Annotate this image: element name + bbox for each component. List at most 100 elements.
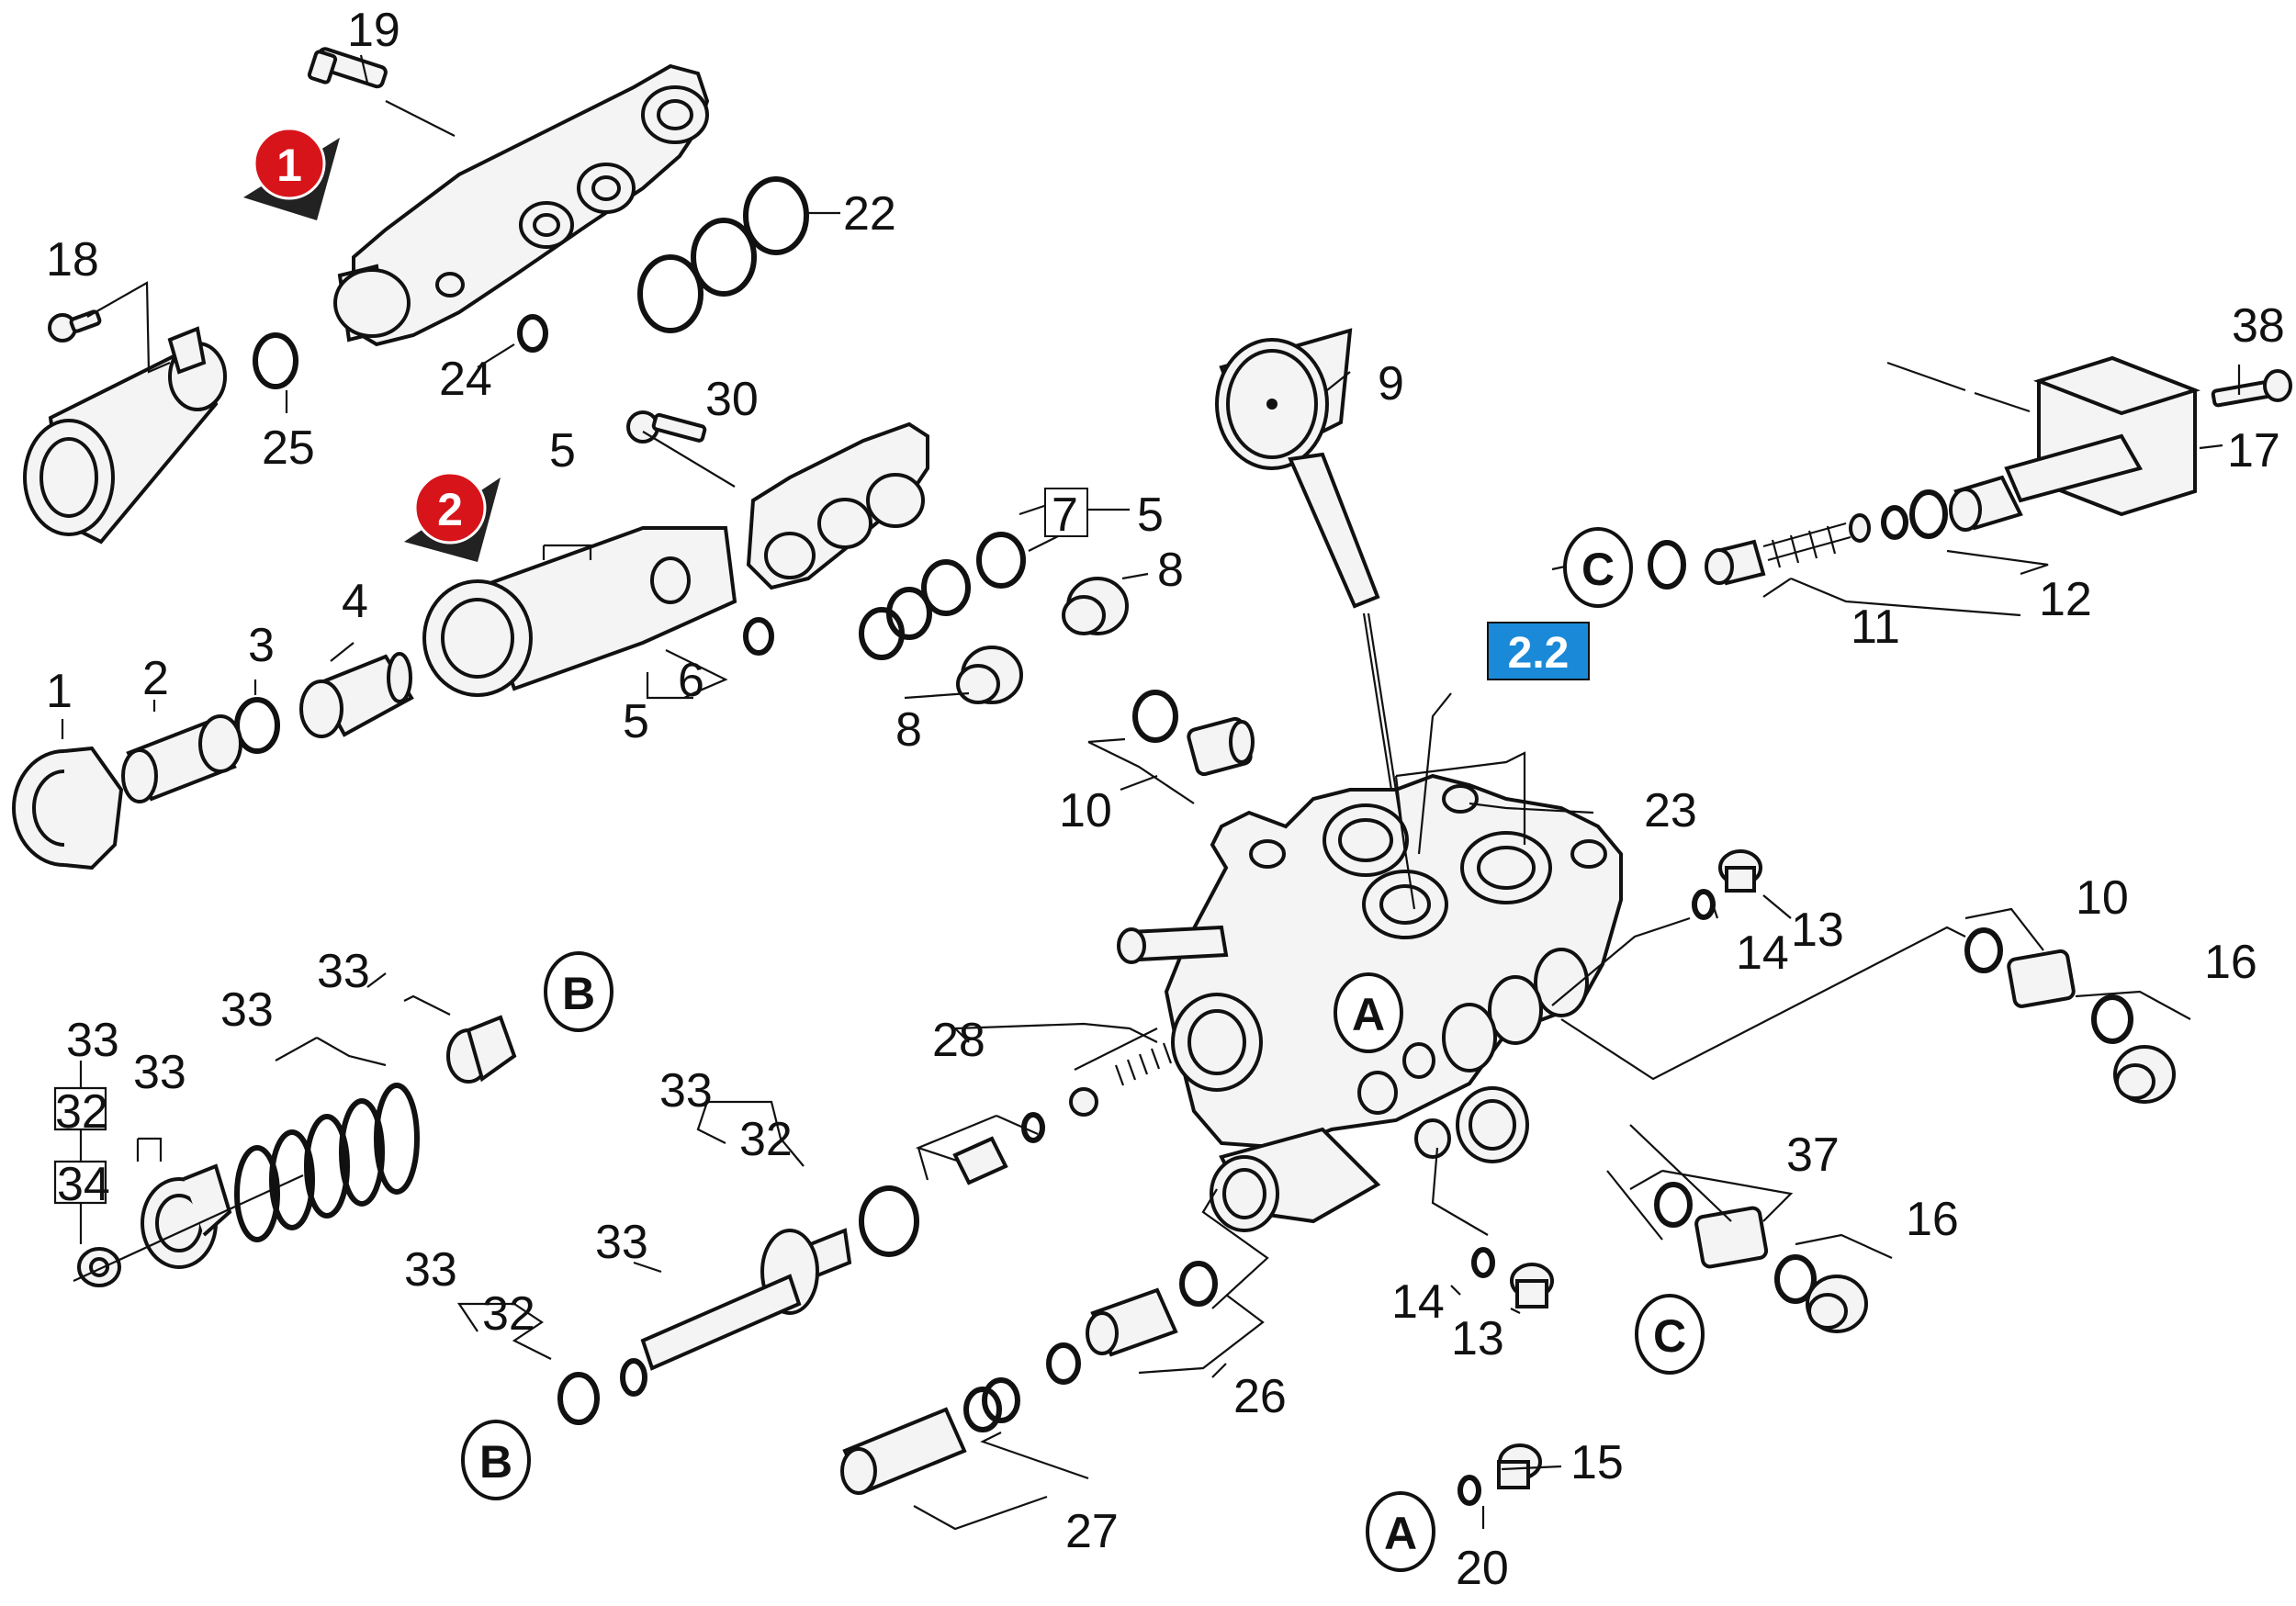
valve-sleeve-26 (1086, 1287, 1178, 1357)
part-label-33-b: 33 (220, 983, 274, 1037)
valve-cage-10-top (1187, 716, 1255, 777)
o-ring-7d (859, 607, 905, 660)
part-label-13-bottom: 13 (1451, 1312, 1504, 1365)
part-label-14-top: 14 (1736, 927, 1789, 980)
switch-piston-assembly (1648, 475, 2023, 590)
part-label-38: 38 (2232, 299, 2285, 353)
part-label-32-b: 32 (739, 1113, 793, 1166)
part-label-26: 26 (1233, 1370, 1287, 1423)
part-label-15: 15 (1570, 1436, 1624, 1489)
assembly-badge-2[interactable]: 2 (404, 471, 501, 562)
svg-text:B: B (479, 1436, 512, 1488)
spring-28 (1069, 1042, 1173, 1117)
o-ring-14-top (1692, 889, 1716, 920)
reference-tag-label: 2.2 (1508, 629, 1570, 678)
part-label-12: 12 (2039, 573, 2092, 626)
o-ring-28 (1021, 1112, 1045, 1143)
box-7 (1044, 488, 1088, 537)
part-label-20: 20 (1456, 1542, 1509, 1595)
svg-text:B: B (562, 968, 595, 1019)
assembly-badge-1[interactable]: 1 (243, 127, 340, 220)
callout-b-upper: B (544, 951, 613, 1032)
screw-18 (48, 309, 102, 343)
part-label-18: 18 (46, 233, 99, 286)
valve-plug-33 (446, 1015, 517, 1084)
manifold-housing-1 (333, 63, 710, 347)
plug-16-bottom (1806, 1275, 1868, 1333)
plug-13-bottom (1510, 1263, 1554, 1308)
o-ring-14-bottom (1471, 1247, 1495, 1278)
part-label-25: 25 (262, 421, 315, 475)
o-ring-37 (1654, 1182, 1693, 1228)
screw-38 (2211, 369, 2292, 408)
valve-insert-8-top (1062, 577, 1129, 635)
part-label-10-right: 10 (2076, 871, 2129, 925)
part-label-16-top: 16 (2204, 936, 2257, 989)
svg-text:C: C (1581, 544, 1615, 595)
valve-stem-33 (640, 1228, 852, 1371)
part-label-14-bottom: 14 (1391, 1275, 1445, 1329)
svg-text:C: C (1653, 1310, 1686, 1362)
assembly-2-group (12, 410, 1255, 870)
o-ring-7 (976, 532, 1026, 589)
bolt-19 (307, 47, 388, 89)
spring-33 (234, 1083, 420, 1242)
o-ring-6 (743, 617, 774, 656)
part-label-4: 4 (342, 575, 368, 628)
part-label-6: 6 (678, 654, 704, 707)
part-label-13-top: 13 (1791, 904, 1844, 957)
o-ring-7b (921, 559, 971, 616)
plug-15 (1497, 1443, 1542, 1489)
o-ring-32c (557, 1372, 600, 1425)
badge-1-label: 1 (276, 140, 302, 191)
o-ring-16-bottom (1774, 1254, 1817, 1304)
o-ring-25 (253, 332, 298, 389)
outlet-fitting-1 (23, 326, 227, 545)
manifold-housing-2 (422, 421, 929, 697)
o-ring-10 (1132, 690, 1178, 743)
callout-a-lower: A (1366, 1491, 1435, 1572)
part-label-33-g: 33 (404, 1243, 457, 1297)
o-ring-3 (234, 697, 280, 754)
part-label-33-d: 33 (133, 1046, 186, 1099)
o-ring-32b (620, 1358, 647, 1397)
part-label-24: 24 (439, 353, 492, 406)
part-label-32-c: 32 (482, 1287, 535, 1341)
pressure-gauge-9 (1215, 328, 1380, 609)
part-label-33-e: 33 (659, 1064, 713, 1117)
plug-16-top (2113, 1045, 2176, 1104)
callout-b-lower: B (461, 1420, 531, 1500)
part-label-11: 11 (1851, 601, 1900, 654)
filter-4 (299, 652, 414, 738)
reference-tag-2-2[interactable]: 2.2 (1487, 622, 1590, 680)
part-labels: 19 22 18 24 25 30 5 7 5 8 4 3 2 1 6 5 8 … (46, 4, 2285, 1595)
part-label-8-bottom: 8 (895, 703, 922, 757)
part-label-19: 19 (347, 4, 400, 57)
pressure-switch-17 (1886, 355, 2201, 517)
part-label-27: 27 (1065, 1505, 1119, 1558)
part-label-32-a: 32 (55, 1085, 108, 1139)
o-ring-10-right (1964, 927, 2003, 973)
part-label-17: 17 (2227, 424, 2280, 477)
part-label-2: 2 (142, 652, 169, 705)
part-label-5-bottom: 5 (623, 695, 649, 748)
o-ring-32a (859, 1185, 919, 1257)
svg-text:A: A (1384, 1508, 1417, 1559)
o-ring-27b (963, 1387, 1002, 1432)
part-label-9: 9 (1378, 357, 1404, 410)
leader-lines (53, 54, 2241, 1531)
part-label-8-top: 8 (1157, 544, 1184, 597)
o-ring-27a (982, 1377, 1020, 1423)
part-label-5-top: 5 (549, 424, 576, 477)
part-label-34: 34 (57, 1158, 110, 1211)
badge-2-label: 2 (437, 484, 463, 535)
o-ring-26a (1179, 1261, 1218, 1307)
part-label-28: 28 (932, 1014, 985, 1067)
valve-body-28 (952, 1136, 1008, 1185)
part-label-33-f: 33 (595, 1216, 648, 1269)
part-label-30: 30 (705, 373, 759, 426)
o-ring-22a (743, 176, 809, 255)
part-label-22: 22 (843, 187, 896, 241)
o-ring-16-top (2091, 994, 2133, 1044)
nut-34 (77, 1247, 121, 1287)
